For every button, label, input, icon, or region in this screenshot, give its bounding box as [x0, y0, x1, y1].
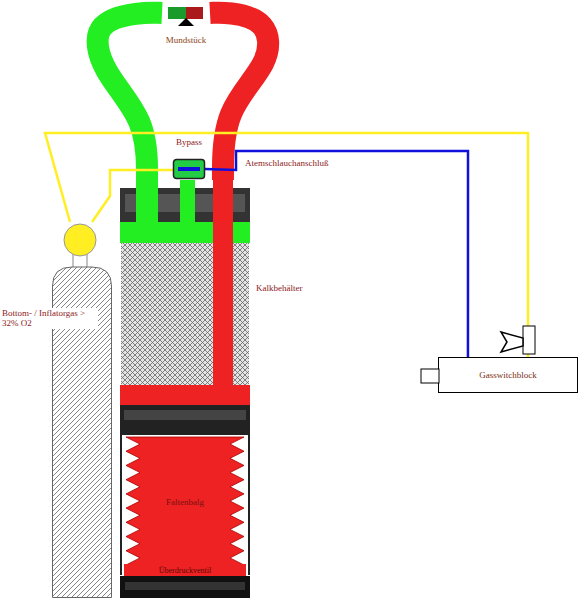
switch-valve-body [523, 326, 535, 354]
cylinder-valve [64, 224, 96, 256]
bellows-bottom [124, 564, 246, 576]
illustration [173, 159, 205, 179]
outlet-stub [421, 369, 439, 383]
gas-cylinder: Bottom- / Inflatorgas > 32% O2 [52, 222, 112, 598]
exhale-tube [213, 180, 233, 386]
canister-base-inner [125, 582, 245, 590]
housing-wall [120, 435, 122, 575]
inhale-hose [98, 13, 162, 180]
housing-wall [248, 435, 250, 575]
bypass-tube [180, 180, 195, 224]
node-label: Faltenbalg [166, 497, 204, 507]
node-label: Kalkbehälter [256, 283, 302, 293]
part-label: Atemschlauchanschluß [245, 158, 328, 168]
node-label: Gasswitchblock [479, 370, 537, 380]
bypass-channel [178, 167, 200, 171]
scrubber-canister: KalkbehälterFaltenbalgÜberdruckventil [120, 180, 250, 598]
bypass-valve [174, 160, 205, 179]
node-label: Bypass [159, 137, 219, 147]
relief-valve: Überdruckventil [130, 565, 240, 576]
exhale-hose [210, 13, 268, 180]
illustration [120, 180, 250, 598]
mouthpiece-bite [178, 18, 194, 26]
node-label: Bottom- / Inflatorgas > 32% O2 [2, 308, 98, 329]
mouthpiece: Mundstück [162, 4, 210, 50]
node-label: Überdruckventil [159, 566, 211, 575]
bellows: Faltenbalg [120, 435, 250, 570]
bellows-plate [120, 405, 250, 435]
canister-base [120, 576, 250, 598]
bellows-plate-inner [124, 410, 246, 420]
exhale-chamber [120, 385, 250, 405]
mouthpiece-red [186, 7, 203, 19]
mouthpiece-green [168, 7, 186, 19]
bellows [126, 437, 244, 565]
node-label: Mundstück [156, 35, 216, 45]
bypass-valve: Bypass [173, 159, 205, 179]
illustration [52, 222, 112, 598]
inhale-tube [136, 180, 158, 224]
switch-valve-lever [501, 332, 523, 352]
bypass-tube [180, 180, 195, 225]
gas-line [45, 133, 528, 357]
bellows-ground [120, 435, 250, 575]
switch-block: Gasswitchblock [438, 357, 578, 393]
inhale-tube [136, 180, 158, 225]
